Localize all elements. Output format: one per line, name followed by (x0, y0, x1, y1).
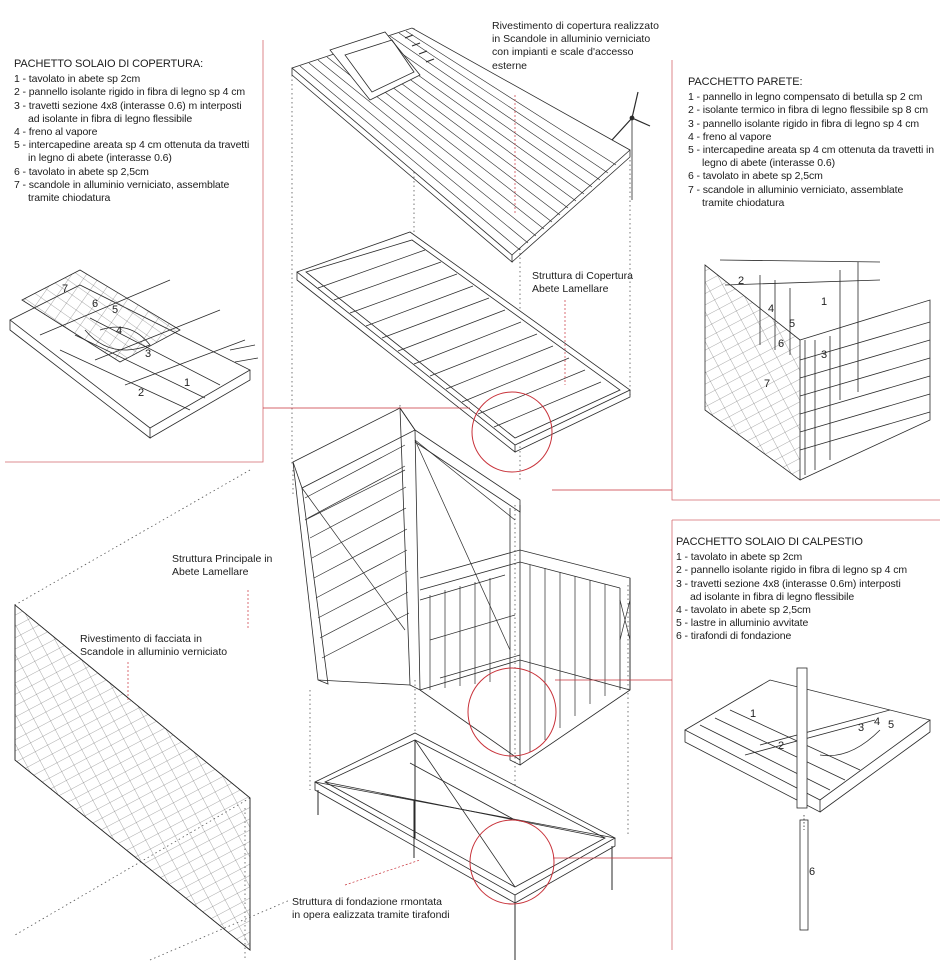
floor-detail-number: 4 (874, 716, 881, 728)
caption-line: Scandole in alluminio verniciato (80, 646, 228, 659)
roof-package-legend: PACHETTO SOLAIO DI COPERTURA: 1 - tavola… (14, 58, 259, 205)
wall-package-item: 7 - scandole in alluminio verniciato, as… (688, 183, 904, 196)
wall-detail-number: 2 (738, 275, 745, 287)
caption-line: con impianti e scale d'accesso (492, 46, 634, 59)
caption-line: Struttura di fondazione rmontata (292, 896, 443, 908)
roof-package-item: 5 - intercapedine areata sp 4 cm ottenut… (14, 139, 250, 152)
roof-package-item: ad isolante in fibra di legno flessibile (28, 112, 193, 125)
floor-detail-number: 1 (750, 708, 757, 720)
floor-package-item: ad isolante in fibra di legno flessibile (690, 590, 855, 603)
wall-package-item: tramite chiodatura (702, 196, 785, 209)
wall-package-item: 4 - freno al vapore (688, 130, 772, 143)
caption-line: Rivestimento di copertura realizzato (492, 20, 659, 32)
roof-package-title: PACHETTO SOLAIO DI COPERTURA: (14, 58, 204, 70)
wall-package-item: 1 - pannello in legno compensato di betu… (688, 91, 923, 104)
floor-package-item: 5 - lastre in alluminio avvitate (676, 617, 809, 630)
roof-package-item: 4 - freno al vapore (14, 126, 98, 139)
floor-package-title: PACCHETTO SOLAIO DI CALPESTIO (676, 536, 863, 548)
callout-markers (127, 95, 672, 905)
wall-detail-number: 4 (768, 303, 775, 315)
roof-package-item: in legno di abete (interasse 0.6) (28, 152, 172, 165)
roof-cladding-drawing (291, 27, 651, 263)
wall-package-title: PACCHETTO PARETE: (688, 76, 803, 88)
floor-package-item: 4 - tavolato in abete sp 2,5cm (676, 604, 811, 617)
wall-detail-number: 3 (821, 349, 828, 361)
roof-detail-number: 4 (116, 325, 123, 337)
wall-detail-number: 7 (764, 378, 771, 390)
floor-package-legend: PACCHETTO SOLAIO DI CALPESTIO 1 - tavola… (676, 536, 936, 644)
wall-package-item: 3 - pannello isolante rigido in fibra di… (688, 117, 919, 130)
caption-line: Rivestimento di facciata in (80, 633, 202, 645)
roof-structure-caption: Struttura di Copertura Abete Lamellare (532, 270, 662, 296)
floor-detail-number: 5 (888, 719, 895, 731)
wall-package-item: 5 - intercapedine areata sp 4 cm ottenut… (688, 144, 934, 157)
roof-package-item: 7 - scandole in alluminio verniciato, as… (14, 178, 230, 191)
caption-line: Struttura di Copertura (532, 270, 633, 282)
facade-cladding-caption: Rivestimento di facciata in Scandole in … (80, 633, 250, 659)
floor-package-item: 6 - tirafondi di fondazione (676, 630, 792, 643)
floor-detail-number: 3 (858, 722, 865, 734)
roof-package-item: 1 - tavolato in abete sp 2cm (14, 73, 141, 86)
facade-cladding-drawing (14, 604, 251, 951)
roof-detail-number: 6 (92, 298, 99, 310)
caption-line: Struttura Principale in (172, 553, 273, 565)
floor-detail-number: 6 (809, 866, 816, 878)
wall-package-item: legno di abete (interasse 0.6) (702, 157, 836, 170)
roof-detail-number: 3 (145, 348, 152, 360)
caption-line: esterne (492, 59, 528, 72)
roof-cladding-caption: Rivestimento di copertura realizzato in … (492, 20, 672, 73)
roof-detail-number: 7 (62, 283, 69, 295)
caption-line: Abete Lamellare (172, 566, 249, 579)
roof-package-item: 3 - travetti sezione 4x8 (interasse 0.6)… (14, 99, 242, 112)
floor-package-item: 3 - travetti sezione 4x8 (interasse 0.6m… (676, 577, 901, 590)
wall-package-legend: PACCHETTO PARETE: 1 - pannello in legno … (688, 76, 938, 210)
caption-line: in opera ealizzata tramite tirafondi (292, 909, 450, 922)
roof-package-detail-drawing (9, 269, 259, 439)
foundation-caption: Struttura di fondazione rmontata in oper… (292, 896, 482, 922)
foundation-drawing (314, 732, 616, 960)
floor-package-detail-drawing (684, 667, 931, 931)
roof-detail-number: 2 (138, 387, 145, 399)
caption-line: Abete Lamellare (532, 283, 609, 296)
wall-detail-number: 1 (821, 296, 828, 308)
panel-frames (5, 40, 940, 950)
floor-package-item: 2 - pannello isolante rigido in fibra di… (676, 564, 907, 577)
roof-detail-number: 1 (184, 377, 191, 389)
floor-package-item: 1 - tavolato in abete sp 2cm (676, 551, 803, 564)
wall-package-item: 2 - isolante termico in fibra di legno f… (688, 104, 928, 117)
wall-detail-number: 5 (789, 318, 796, 330)
caption-line: in Scandole in alluminio verniciato (492, 33, 651, 46)
main-structure-caption: Struttura Principale in Abete Lamellare (172, 553, 302, 579)
wall-package-detail-drawing (704, 259, 931, 481)
roof-package-item: 6 - tavolato in abete sp 2,5cm (14, 165, 149, 178)
floor-detail-number: 2 (778, 740, 785, 752)
roof-structure-drawing (296, 231, 631, 453)
roof-package-item: tramite chiodatura (28, 192, 111, 205)
roof-detail-number: 5 (112, 304, 119, 316)
wall-detail-number: 6 (778, 338, 785, 350)
wall-package-item: 6 - tavolato in abete sp 2,5cm (688, 170, 823, 183)
roof-package-item: 2 - pannello isolante rigido in fibra di… (14, 86, 245, 99)
main-structure-drawing (292, 406, 631, 766)
